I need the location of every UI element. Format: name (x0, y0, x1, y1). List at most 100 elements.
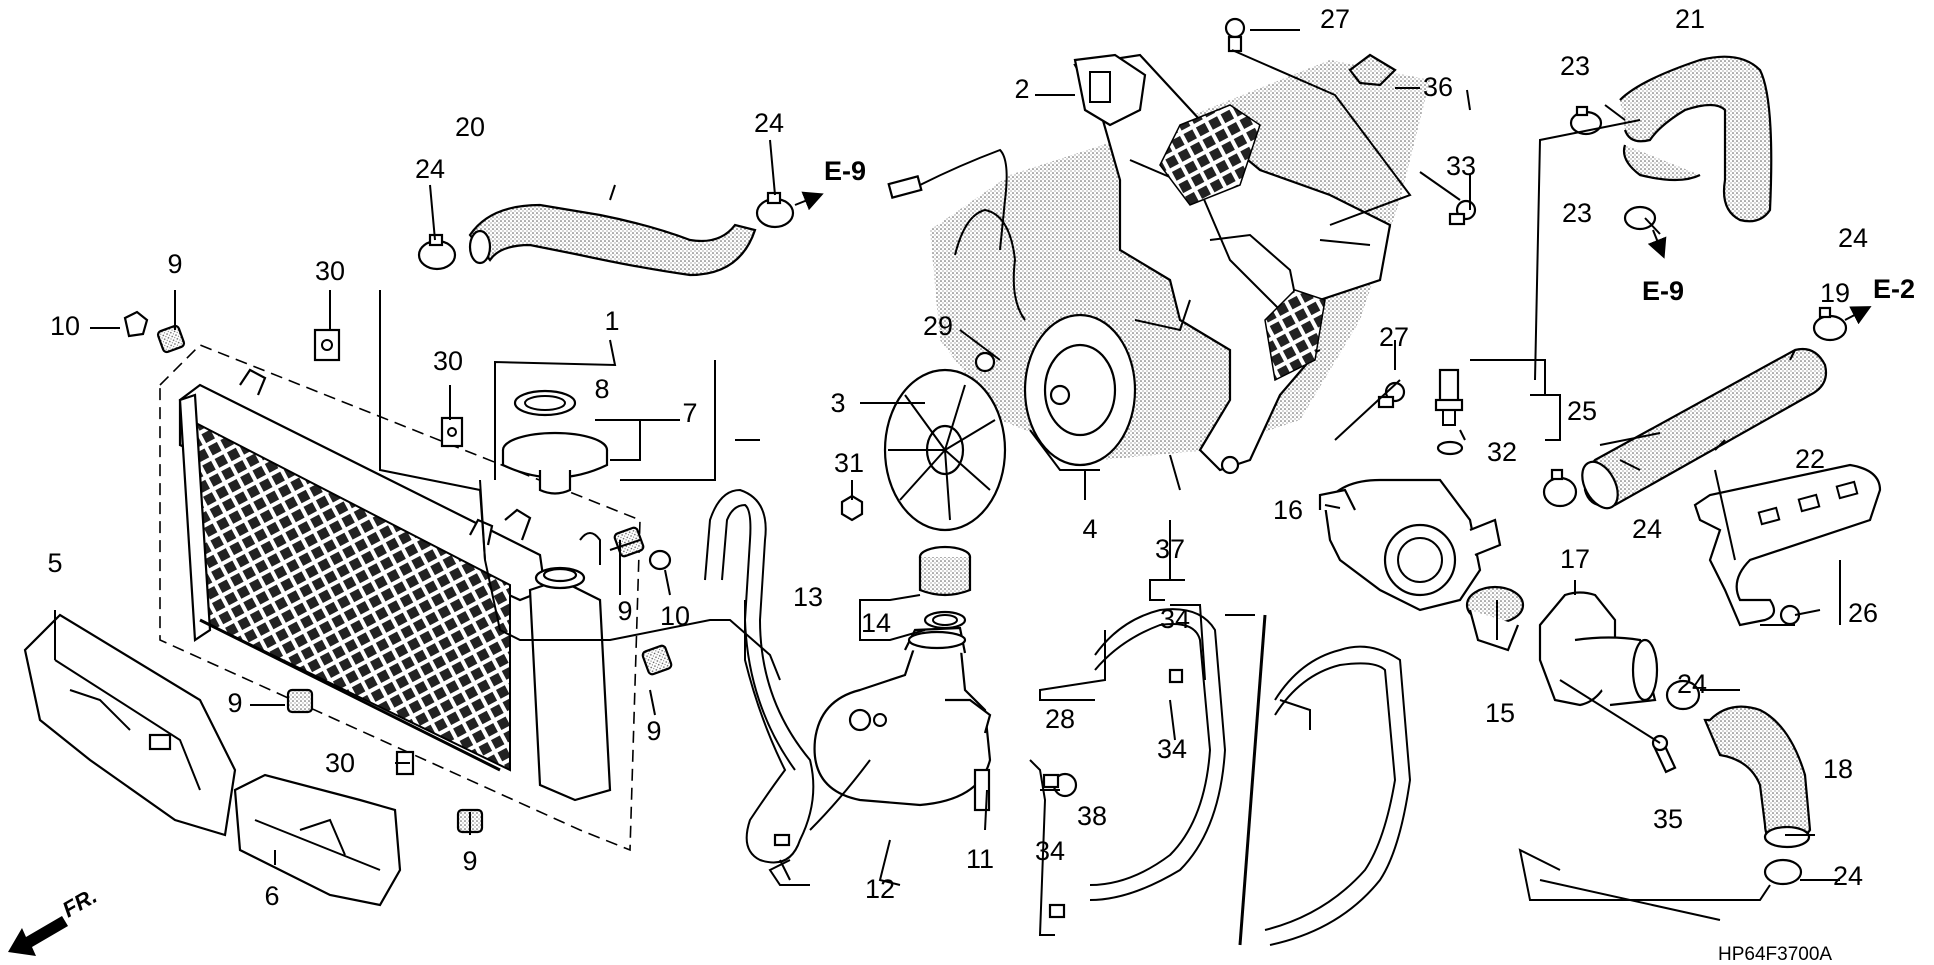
callout-number: 37 (1155, 534, 1185, 564)
cooling-fan-blade (883, 368, 1007, 532)
callout-number: 30 (315, 256, 345, 286)
callout-number: 5 (47, 548, 62, 578)
hose-clamp (1763, 858, 1803, 886)
hose-clamp (417, 233, 457, 271)
callout-number: 31 (834, 448, 864, 478)
front-label: FR. (58, 883, 101, 922)
callout-number: 24 (1632, 514, 1662, 544)
grommet (613, 526, 645, 558)
callout-number: 24 (1838, 223, 1868, 253)
callout-number: 1 (604, 306, 619, 336)
callout-number: 30 (325, 748, 355, 778)
overflow-hose (704, 488, 815, 864)
upper-radiator-hose (468, 203, 757, 277)
callout-number: 6 (264, 881, 279, 911)
callout-number: 33 (1446, 151, 1476, 181)
fan-wire-harness (887, 148, 1026, 321)
hose-clamp (1623, 205, 1657, 231)
callout-number: 22 (1795, 444, 1825, 474)
fan-shroud (1073, 53, 1392, 475)
callout-number: 24 (1833, 861, 1863, 891)
side-shroud-lower (233, 773, 402, 907)
ref-arrow (794, 191, 824, 211)
grommet (641, 644, 673, 676)
clip (313, 328, 341, 362)
callout-number: 18 (1823, 754, 1853, 784)
bolt (1224, 17, 1246, 53)
callout-number: 30 (433, 346, 463, 376)
callout-labels: 1234567899999101011121314151617181920212… (47, 4, 1915, 965)
callout-number: 19 (1820, 278, 1850, 308)
section-reference: E-9 (824, 156, 866, 186)
radiator (178, 368, 612, 802)
callout-number: 15 (1485, 698, 1515, 728)
callout-number: 27 (1320, 4, 1350, 34)
grommet (286, 688, 314, 714)
water-hose-18 (1703, 705, 1812, 849)
callout-number: 17 (1560, 544, 1590, 574)
hose-clip (1048, 903, 1066, 919)
thermostat (1465, 585, 1525, 652)
callout-number: 8 (594, 374, 609, 404)
sealing-washer (1436, 440, 1464, 456)
callout-number: 34 (1035, 836, 1065, 866)
thermostat-housing (1318, 478, 1502, 612)
callout-number: 20 (455, 112, 485, 142)
water-hose-19 (1581, 347, 1828, 510)
collar (648, 549, 672, 571)
radiator-dashed-group (159, 344, 641, 852)
callout-number: 35 (1653, 804, 1683, 834)
callout-number: 14 (861, 608, 891, 638)
diagram-code: HP64F3700A (1718, 944, 1832, 965)
ref-arrow (1844, 306, 1872, 325)
callout-number: 27 (1379, 322, 1409, 352)
callout-number: 10 (660, 601, 690, 631)
fan-motor (1023, 313, 1137, 471)
hose-clamp (1812, 306, 1848, 342)
hose-clip (1168, 668, 1184, 684)
breather-hose (1264, 645, 1412, 946)
thermostat-cover (1538, 591, 1659, 707)
callout-number: 9 (167, 249, 182, 279)
heat-guard (1693, 463, 1882, 627)
temperature-sensor (1434, 368, 1464, 426)
callout-number: 29 (923, 311, 953, 341)
callout-number: 25 (1567, 396, 1597, 426)
hose-clamp (755, 191, 795, 229)
callout-number: 28 (1045, 704, 1075, 734)
callout-number: 3 (830, 388, 845, 418)
siphon-hose (1089, 608, 1227, 901)
clip-nut (1348, 53, 1397, 87)
hose-clip (773, 833, 791, 847)
callout-number: 23 (1562, 198, 1592, 228)
callout-number: 32 (1487, 437, 1517, 467)
callout-number: 9 (617, 596, 632, 626)
callout-number: 10 (50, 311, 80, 341)
hose-clamp (1665, 679, 1701, 711)
grommet (156, 324, 186, 354)
bolt (1448, 199, 1477, 226)
hose-clamp (1542, 468, 1578, 508)
callout-number: 21 (1675, 4, 1705, 34)
reserve-tank-cap (918, 545, 972, 630)
callout-number: 36 (1423, 72, 1453, 102)
side-shroud-upper (23, 613, 237, 837)
callout-number: 4 (1082, 514, 1097, 544)
callout-number: 7 (682, 398, 697, 428)
callout-number: 13 (793, 582, 823, 612)
callout-number: 9 (227, 688, 242, 718)
bolt (1042, 772, 1078, 798)
section-reference: E-2 (1873, 274, 1915, 304)
ref-arrow (1647, 229, 1667, 259)
callout-number: 23 (1560, 51, 1590, 81)
callout-number: 11 (966, 844, 994, 874)
cap-seal (513, 389, 577, 417)
callout-number: 24 (1677, 669, 1707, 699)
collar (123, 310, 149, 338)
clip (440, 416, 464, 448)
callout-number: 38 (1077, 801, 1107, 831)
callout-number: 9 (646, 716, 661, 746)
bolt (974, 351, 996, 373)
callout-number: 24 (754, 108, 784, 138)
